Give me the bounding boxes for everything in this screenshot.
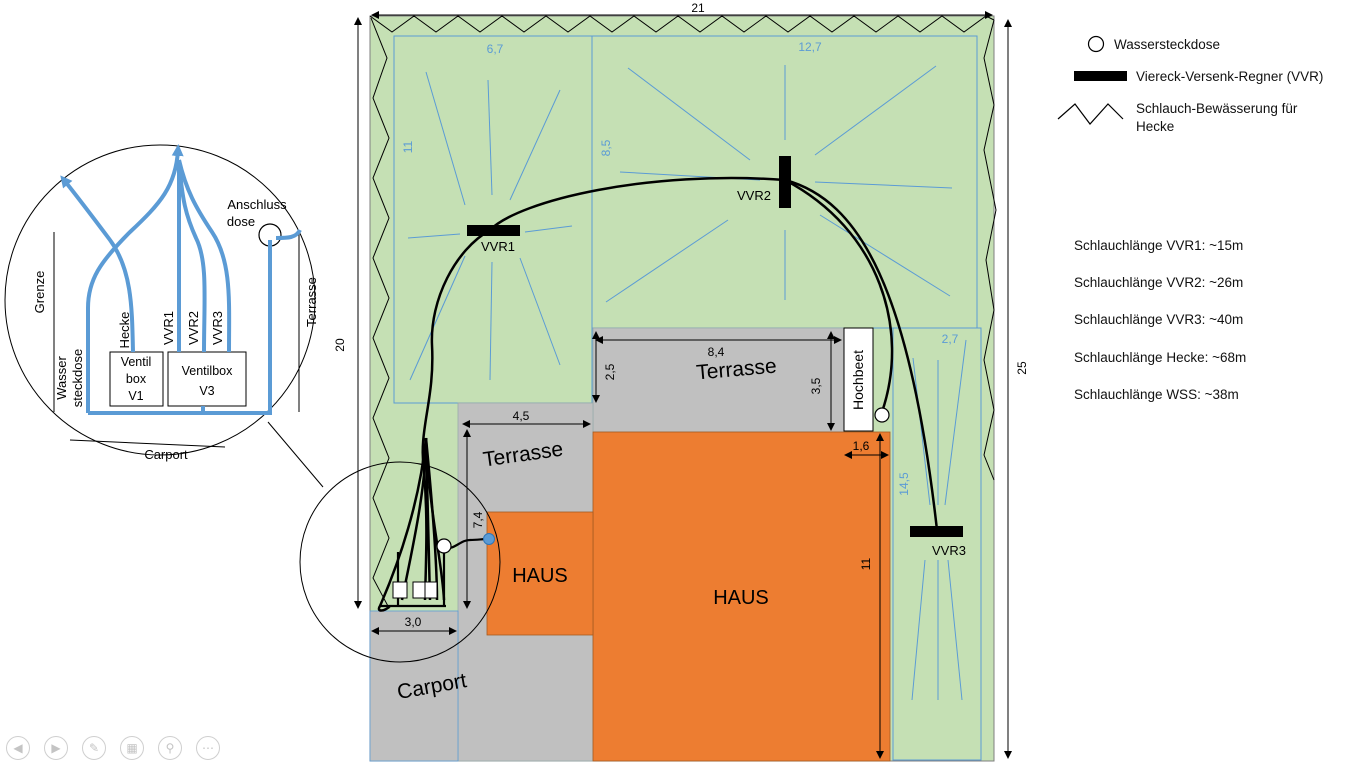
- hedge-left: [370, 17, 390, 612]
- wassersteckdose-hochbeet: [874, 407, 890, 423]
- dim-terrasse-right-depth: 3,5: [809, 377, 823, 394]
- label-haus-main: HAUS: [713, 587, 769, 609]
- pen-icon[interactable]: ✎: [82, 736, 106, 760]
- dim-right-25: 25: [1015, 361, 1029, 375]
- plan-valve-box-1: [392, 581, 408, 599]
- dim-hochbeet-gap: 1,6: [853, 439, 870, 453]
- arrow-right-icon[interactable]: ▶: [44, 736, 68, 760]
- label-vvr2: VVR2: [737, 188, 771, 203]
- inset-label-dose: dose: [227, 214, 255, 229]
- dim-terrasse-top-depth: 2,5: [603, 363, 617, 380]
- dimension-lines: [354, 11, 1012, 759]
- inset-label-grenze: Grenze: [32, 271, 47, 314]
- zone-1-width: 6,7: [487, 42, 504, 56]
- dim-terrasse-left-depth: 7,4: [471, 511, 485, 528]
- hose-length-vvr2: Schlauchlänge VVR2: ~26m: [1074, 275, 1244, 290]
- inset-label-steckdose: steckdose: [70, 349, 85, 408]
- inset-label-vvr2: VVR2: [186, 311, 201, 345]
- legend-wassersteckdose: Wassersteckdose: [1114, 37, 1221, 52]
- zone-3-height: 14,5: [897, 472, 911, 496]
- arrow-left-icon[interactable]: ◀: [6, 736, 30, 760]
- inset-box1-line3: V1: [128, 389, 143, 403]
- inset-label-carport: Carport: [144, 447, 188, 462]
- inset-detail: [4, 144, 316, 456]
- legend-sprinkler-icon: [1074, 71, 1127, 81]
- inset-box1-line2: box: [126, 372, 147, 386]
- vvr2-sprinkler: [779, 156, 791, 208]
- inset-label-vvr1: VVR1: [161, 311, 176, 345]
- zone-1-height: 11: [401, 140, 415, 153]
- terrasse-top: [592, 327, 845, 433]
- hose-length-vvr1: Schlauchlänge VVR1: ~15m: [1074, 238, 1244, 253]
- hose-length-vvr3: Schlauchlänge VVR3: ~40m: [1074, 312, 1244, 327]
- wassersteckdose-carport: [436, 538, 452, 554]
- vvr3-sprinkler: [910, 526, 963, 537]
- zone-3-width: 2,7: [942, 332, 959, 346]
- legend-hedge-icon: [1057, 103, 1124, 125]
- house-water-tap: [483, 533, 495, 545]
- dim-carport-width: 3,0: [405, 615, 422, 629]
- inset-label-anschluss: Anschluss: [227, 197, 287, 212]
- dim-terrasse-left-width: 4,5: [513, 409, 530, 423]
- inset-water-pipes: [60, 144, 302, 415]
- inset-label-vvr3: VVR3: [210, 311, 225, 345]
- zoom-icon[interactable]: ⚲: [158, 736, 182, 760]
- house-main: [592, 431, 891, 762]
- inset-label-wasser: Wasser: [54, 356, 69, 400]
- zone-2-width: 12,7: [798, 40, 822, 54]
- dim-top-21: 21: [691, 1, 705, 15]
- legend-vvr: Viereck-Versenk-Regner (VVR): [1136, 69, 1324, 84]
- dim-house-height: 11: [859, 557, 873, 570]
- carport-area: [369, 610, 459, 762]
- magnifier-circle: [299, 461, 501, 663]
- label-haus-small: HAUS: [512, 565, 568, 587]
- inset-box1-line1: Ventil: [121, 355, 152, 369]
- legend-hecke-line2: Hecke: [1136, 119, 1175, 134]
- inset-label-hecke: Hecke: [117, 312, 132, 349]
- magnifier-connector: [267, 421, 324, 488]
- inset-box2-line1: Ventilbox: [182, 364, 233, 378]
- zone-2-height: 8,5: [599, 139, 613, 156]
- dim-left-20: 20: [333, 338, 347, 352]
- inset-ventilbox-v1: [109, 351, 164, 407]
- hedge-right: [983, 19, 997, 481]
- inset-label-terrasse: Terrasse: [304, 277, 319, 327]
- zone-3: [892, 327, 982, 761]
- house-small: [486, 511, 594, 636]
- hose-lines: [377, 176, 939, 612]
- inset-ventilbox-v3: [167, 351, 247, 407]
- label-vvr1: VVR1: [481, 239, 515, 254]
- spray-lines-vvr1: [407, 71, 573, 381]
- hose-length-hecke: Schlauchlänge Hecke: ~68m: [1074, 350, 1247, 365]
- spray-lines-vvr3: [911, 339, 967, 701]
- hose-length-wss: Schlauchlänge WSS: ~38m: [1074, 387, 1239, 402]
- dim-terrasse-top-width: 8,4: [708, 345, 725, 359]
- inset-box2-line2: V3: [199, 384, 214, 398]
- legend-outlet-icon: [1087, 35, 1105, 53]
- more-icon[interactable]: ⋯: [196, 736, 220, 760]
- legend-hecke-line1: Schlauch-Bewässerung für: [1136, 101, 1298, 116]
- label-vvr3: VVR3: [932, 543, 966, 558]
- label-hochbeet: Hochbeet: [850, 350, 866, 410]
- slides-icon[interactable]: ▦: [120, 736, 144, 760]
- hochbeet-bed: [843, 327, 874, 432]
- spray-lines-vvr2: [605, 65, 953, 303]
- vvr1-sprinkler: [467, 225, 520, 236]
